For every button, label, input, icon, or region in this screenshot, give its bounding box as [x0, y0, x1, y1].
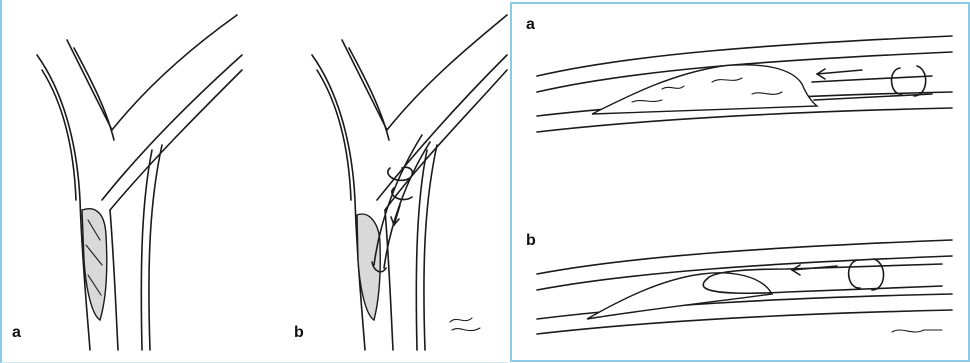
vessel-bifurcation-a: [37, 15, 242, 350]
panel-label-left-a: a: [12, 324, 21, 342]
panel-label-left-b: b: [294, 324, 304, 342]
left-figure: a b: [0, 0, 508, 363]
panel-label-right-b: b: [526, 232, 536, 250]
artist-signature-right: [892, 330, 942, 332]
right-figure-drawing: [512, 4, 968, 360]
panel-label-right-a: a: [526, 16, 535, 34]
thrombus-b: [587, 273, 772, 319]
vessel-bifurcation-b: [312, 15, 507, 350]
push-arrow-b: [792, 265, 837, 275]
right-figure: a b: [510, 2, 970, 362]
rotation-arrows-b-right: [849, 259, 884, 290]
left-figure-drawing: [2, 0, 510, 363]
push-arrow-a: [817, 69, 862, 79]
rotation-arrows-a: [892, 66, 926, 96]
clot-b: [357, 214, 380, 320]
thrombus-a: [592, 65, 817, 114]
artist-signature-left: [450, 318, 480, 331]
